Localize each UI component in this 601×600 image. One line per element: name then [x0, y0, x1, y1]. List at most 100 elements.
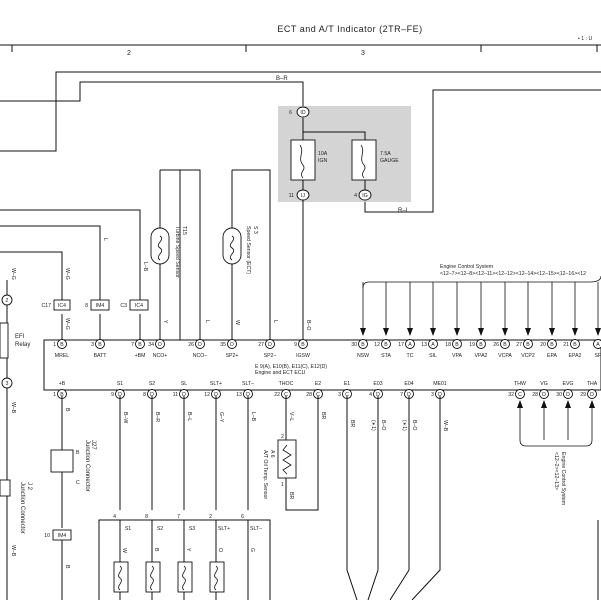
wire-br-e2: BR [320, 412, 326, 419]
ecu-bottom-pins: +BB1S1D9S2D8SLD11SLT+D12SLT–D13THOCC22E2… [53, 381, 598, 399]
solenoid-pin-1: 4 [113, 514, 116, 520]
wire-l-batt: L [102, 238, 108, 241]
pin-ig [358, 189, 372, 201]
ecu-bottom-num-4: 11 [173, 392, 178, 398]
solenoid-coil-1 [113, 561, 129, 593]
efi-relay-name: Relay [15, 342, 30, 348]
ecu-bottom-conn-14: D [542, 392, 546, 398]
conn-im4-num: 8 [85, 303, 88, 309]
ecu-bottom-label-8: E2 [315, 381, 321, 387]
solenoid-label-3: S3 [189, 526, 195, 532]
wire-br-temp: BR [288, 492, 294, 499]
ecu-top-num-18: 21 [563, 342, 569, 348]
ecu-top-num-2: 3 [91, 342, 94, 348]
ecu-top-conn-10: B [384, 342, 388, 348]
ecu-bottom-conn-12: D [438, 392, 442, 398]
wire-br-e03: B–O [380, 420, 386, 430]
ecu-top-num-13: 18 [445, 342, 451, 348]
ecu-top-conn-14: B [479, 342, 483, 348]
ecu-top-label-3: +BM [135, 353, 146, 359]
wire-b-im4: B [64, 565, 70, 569]
ecu-top-pin-13 [452, 339, 462, 349]
wire-bl: B–L [186, 412, 192, 421]
solenoid-coil-4 [209, 561, 225, 593]
ecu-bottom-label-14: VG [540, 381, 548, 387]
ecu-top-conn-17: B [550, 342, 554, 348]
ecu-bottom-num-16: 29 [580, 392, 586, 398]
fuse-gauge-amp: 7.5A [380, 151, 391, 157]
ecu-top-conn-12: A [431, 342, 435, 348]
ecu-top-num-9: 30 [351, 342, 357, 348]
ecu-top-conn-5: D [198, 342, 202, 348]
ecu-bottom-conn-16: D [590, 392, 594, 398]
ecu-top-pin-7 [265, 339, 275, 349]
j27-id: J27 [90, 440, 96, 450]
ecu-top-conn-7: D [268, 342, 272, 348]
ecu-top-label-4: NCO+ [153, 353, 168, 359]
ecu-bottom-label-2: S1 [117, 381, 123, 387]
ecu-top-conn-9: B [361, 342, 365, 348]
ecu-top-num-8: 9 [294, 342, 297, 348]
j27-connector [50, 449, 74, 473]
ecu-bottom-label-7: THOC [279, 381, 294, 387]
conn-im4-box: IM4 [96, 303, 105, 309]
ecu-bottom-num-12: 3 [431, 392, 434, 398]
ecu-bottom-label-10: E03 [373, 381, 382, 387]
wire-vl: V–L [288, 412, 294, 421]
ecu-top-pin-16 [523, 339, 533, 349]
jb-pin-bl: 11 [289, 193, 294, 199]
j27-name: Junction Connector [84, 440, 90, 492]
ecu-top-num-17: 20 [540, 342, 546, 348]
solenoid-label-4: SLT+ [218, 526, 230, 532]
ecs-top-name: Engine Control System [440, 264, 493, 270]
ecu-bottom-label-15: EVG [563, 381, 574, 387]
ecu-top-label-8: IGSW [296, 353, 310, 359]
ecu-top-pin-12 [428, 339, 438, 349]
conn-ic4-b-num: C3 [120, 303, 127, 309]
ecu-top-num-12: 13 [421, 342, 427, 348]
ecu-top-label-1: MREL [55, 353, 70, 359]
igsw-wire: B–O [305, 320, 311, 330]
solenoid-coil-3 [177, 561, 193, 593]
ecu-top-conn-18: B [573, 342, 577, 348]
ecu-top-conn-8: B [301, 342, 305, 348]
jb-pin-top: 6 [289, 110, 292, 116]
ecu-top-pin-3 [135, 339, 145, 349]
ecu-top-pin-6 [227, 339, 237, 349]
wire-br-e04: B–O [411, 420, 417, 430]
ecu-bottom-pin-16 [587, 389, 597, 399]
ecu-top-label-19: SP [595, 353, 601, 359]
im4-bottom-box: IM4 [58, 533, 67, 539]
ecu-bottom-num-15: 30 [556, 392, 562, 398]
ecu-top-label-10: STA [381, 353, 391, 359]
ecu-top-pins: B1MRELB3BATTB7+BMD34NCO+D26NCO–D35SP2+D2… [53, 339, 601, 359]
ecu-top-conn-1: B [60, 342, 64, 348]
ecu-top-num-7: 27 [258, 342, 264, 348]
wire-br-e1: BR [349, 420, 355, 427]
ecu-top-pin-9 [358, 339, 368, 349]
ecu-top-conn-6: D [230, 342, 234, 348]
ecu-bottom-num-14: 28 [532, 392, 538, 398]
solenoid-pin-2: 8 [145, 514, 148, 520]
ecu-bottom-label-3: S2 [149, 381, 155, 387]
wire-w-sp2: W [234, 320, 240, 325]
ecu-bottom-num-2: 9 [111, 392, 114, 398]
jb-pin-br: 4 [354, 193, 357, 199]
ecu-top-label-12: SIL [429, 353, 437, 359]
ecu-bottom-label-6: SLT– [242, 381, 254, 387]
ecu-top-label-17: EPA [547, 353, 558, 359]
ecu-bottom-pin-14 [539, 389, 549, 399]
solenoid-coil-2 [145, 561, 161, 593]
ecu-bottom-pin-13 [515, 389, 525, 399]
fuse-ign-name: IGN [318, 158, 327, 164]
solenoid-pin-3: 7 [177, 514, 180, 520]
ecu-top-conn-2: B [98, 342, 102, 348]
ecu-bottom-num-10: 4 [369, 392, 372, 398]
ecu-bottom-conn-5: D [214, 392, 218, 398]
conn-im4 [90, 299, 110, 311]
ecu-top-pin-8 [298, 339, 308, 349]
ecu-top-conn-19: A [596, 342, 600, 348]
solenoid-wire-4: O [217, 548, 223, 552]
